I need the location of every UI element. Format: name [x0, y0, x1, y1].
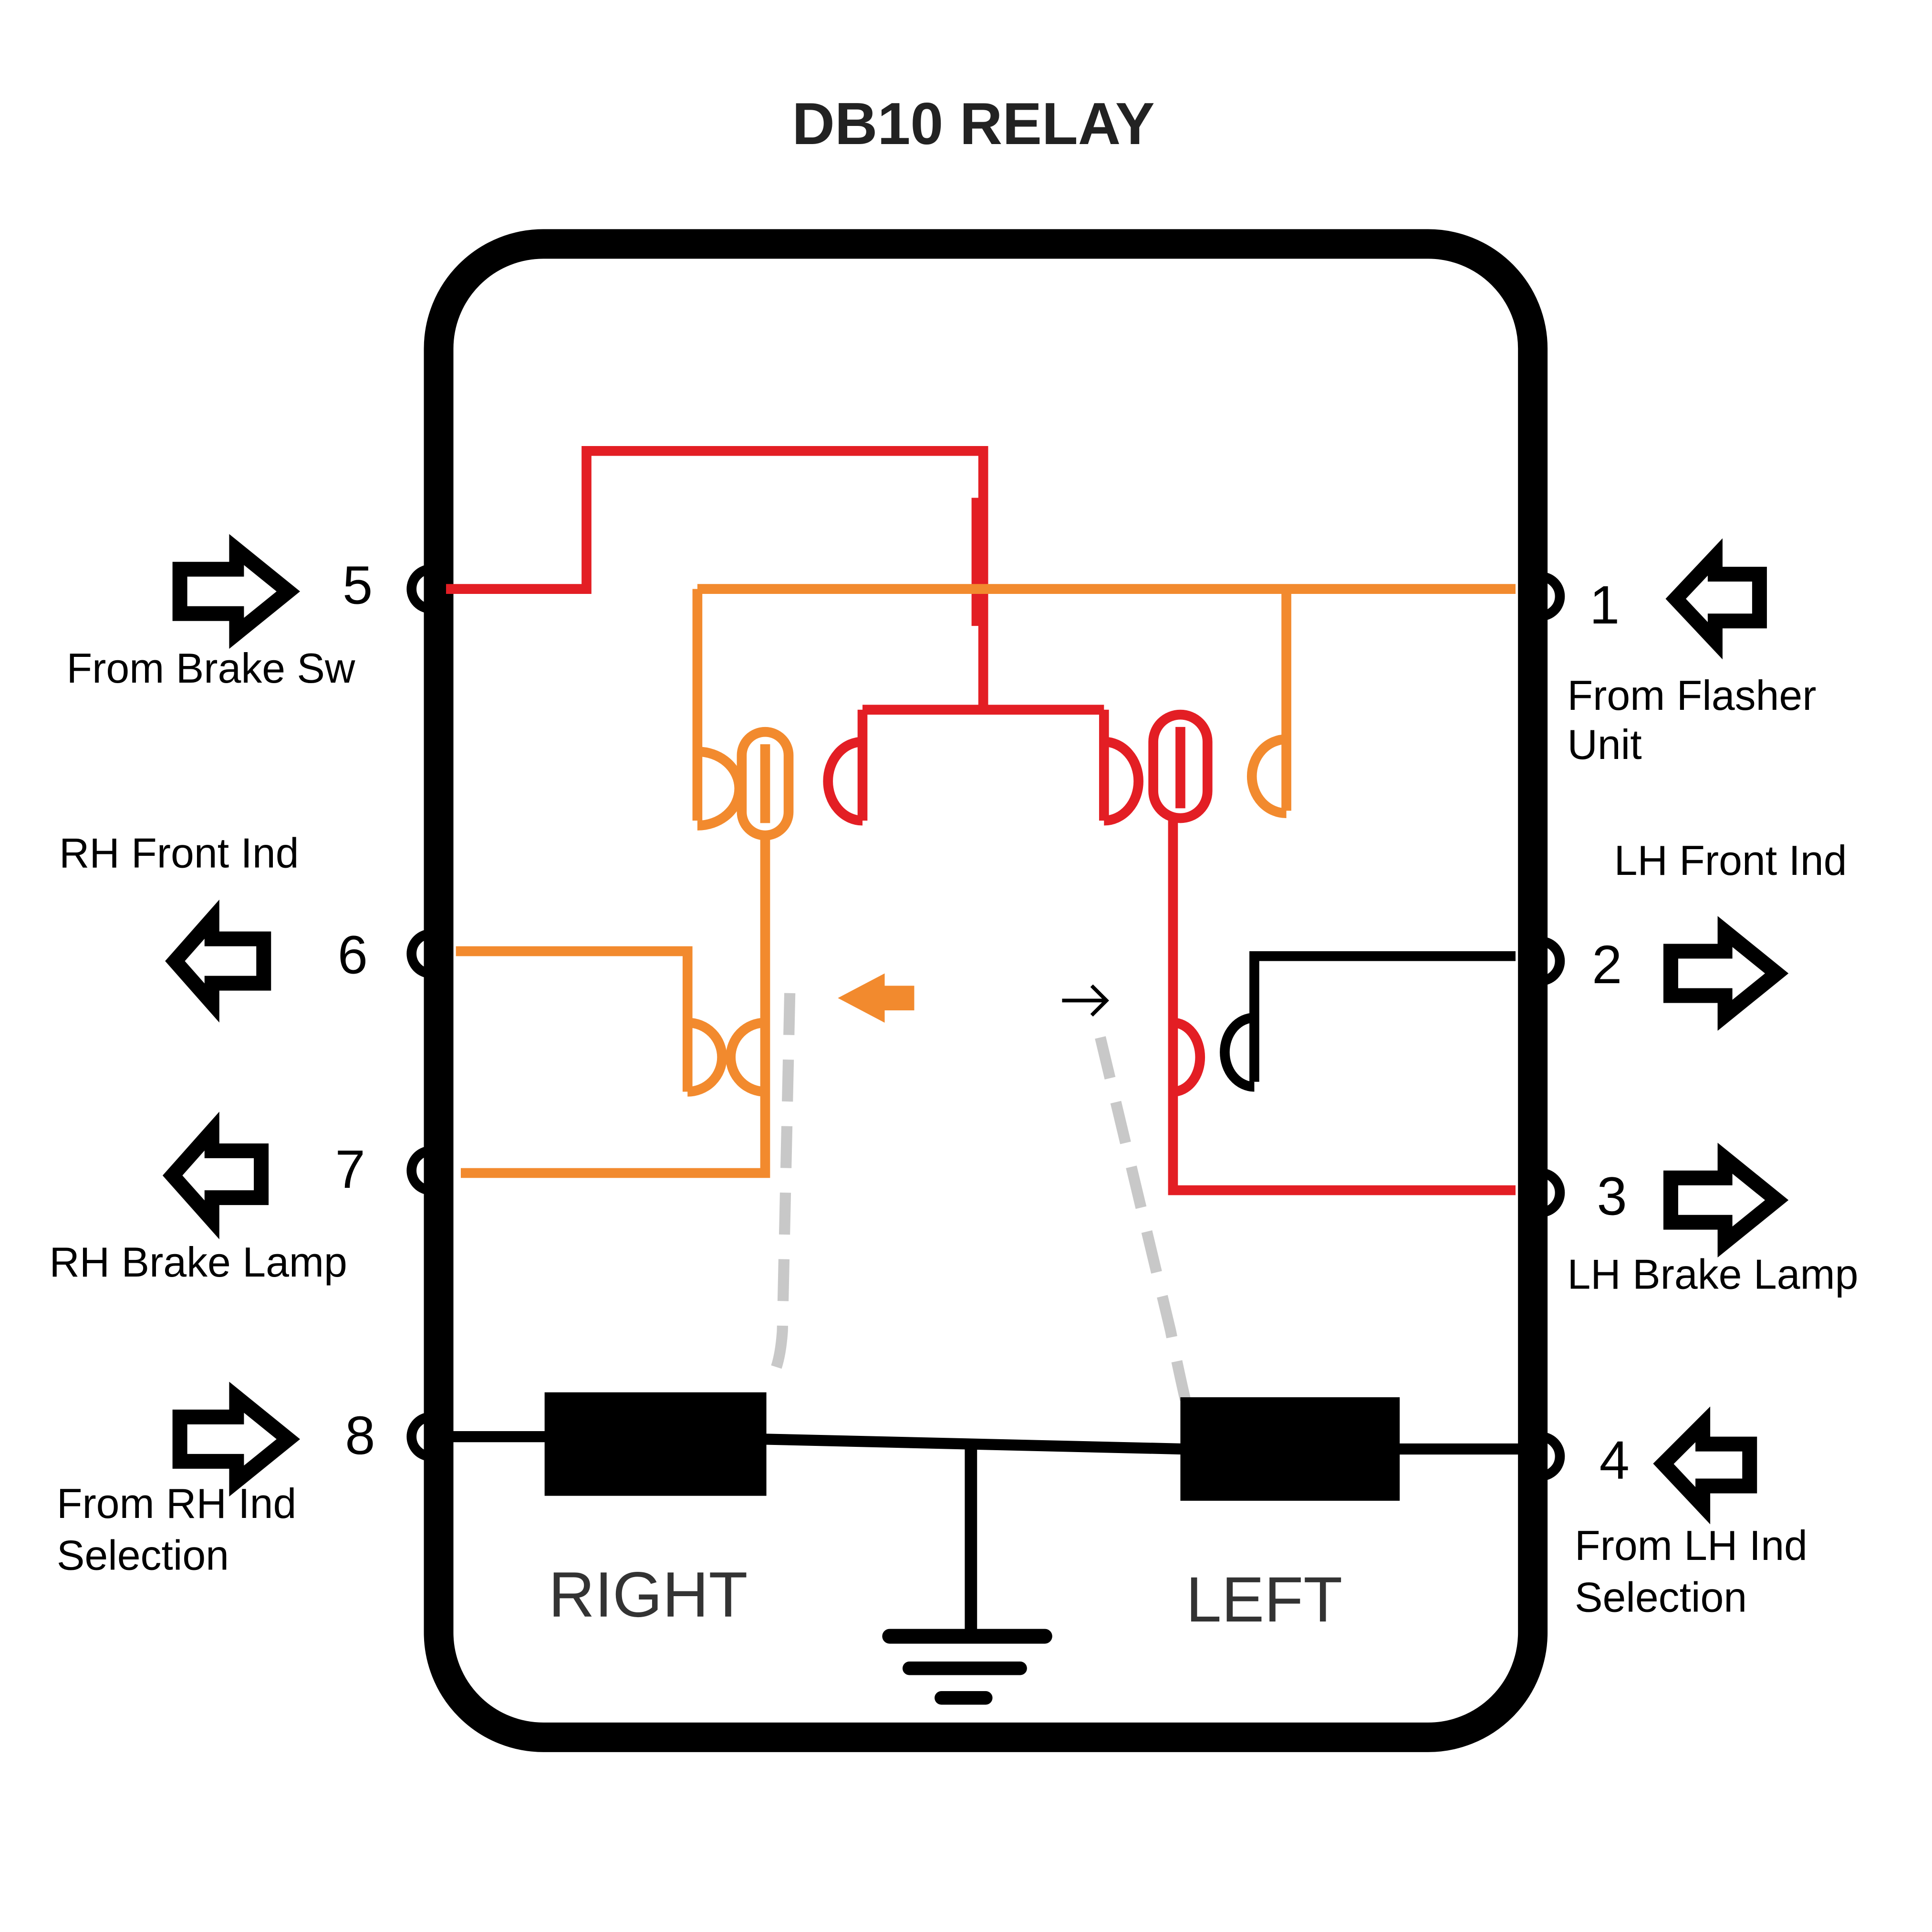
- pin-7-label: RH Brake Lamp: [49, 1239, 347, 1286]
- pin-number-5: 5: [343, 555, 373, 616]
- arrow-right-icon: [172, 534, 301, 649]
- pin-number-6: 6: [338, 924, 368, 985]
- lh-front-circuit: [1220, 951, 1516, 1092]
- terminal-5: [406, 564, 432, 614]
- arrow-right-icon: [172, 1381, 301, 1497]
- pin-2-label: LH Front Ind: [1614, 837, 1847, 884]
- pin-1-label-line1: From Flasher: [1567, 672, 1816, 719]
- pin-number-8: 8: [345, 1405, 375, 1466]
- left-coil: [1180, 1397, 1400, 1501]
- pin-number-7: 7: [335, 1139, 365, 1200]
- pin-1-label-line2: Unit: [1567, 721, 1641, 768]
- relay-housing: [424, 229, 1548, 1752]
- arrow-left-icon: [1665, 538, 1767, 660]
- pin-number-1: 1: [1589, 575, 1620, 635]
- diagram-title: DB10 RELAY: [792, 91, 1154, 157]
- pin-8-label-line2: Selection: [57, 1532, 229, 1579]
- terminal-6: [406, 929, 432, 978]
- arrow-right-small-icon: [1062, 984, 1109, 1017]
- left-coil-label: LEFT: [1186, 1564, 1342, 1635]
- pin-number-2: 2: [1592, 935, 1622, 995]
- coil-circuit: [446, 1431, 1526, 1634]
- arrow-left-icon: [1653, 1406, 1757, 1525]
- pin-6-label: RH Front Ind: [59, 830, 299, 876]
- pin-8-label-line1: From RH Ind: [57, 1480, 296, 1527]
- ground-symbol-icon: [882, 1629, 1052, 1705]
- terminal-8: [406, 1412, 432, 1462]
- right-coil: [544, 1392, 767, 1496]
- armature-linkage: [764, 993, 1191, 1401]
- right-coil-label: RIGHT: [549, 1559, 748, 1631]
- terminal-4: [1540, 1432, 1565, 1481]
- arrow-left-icon: [162, 1111, 269, 1239]
- arrow-right-icon: [1663, 916, 1789, 1031]
- left-terminals: [406, 564, 432, 1462]
- terminal-1: [1540, 571, 1565, 621]
- terminal-3: [1540, 1168, 1565, 1217]
- arrow-right-icon: [1663, 1143, 1789, 1258]
- pin-number-3: 3: [1597, 1166, 1627, 1227]
- pin-number-4: 4: [1600, 1430, 1630, 1490]
- pin-4-label-line2: Selection: [1575, 1574, 1747, 1620]
- arrow-left-icon: [165, 899, 271, 1023]
- terminal-2: [1540, 936, 1565, 986]
- right-terminals: [1540, 571, 1565, 1481]
- pin-4-label-line1: From LH Ind: [1575, 1522, 1807, 1569]
- terminal-7: [406, 1146, 432, 1195]
- brake-circuit: [446, 446, 1516, 1195]
- pin-3-label: LH Brake Lamp: [1567, 1251, 1858, 1298]
- pin-5-label: From Brake Sw: [66, 645, 355, 692]
